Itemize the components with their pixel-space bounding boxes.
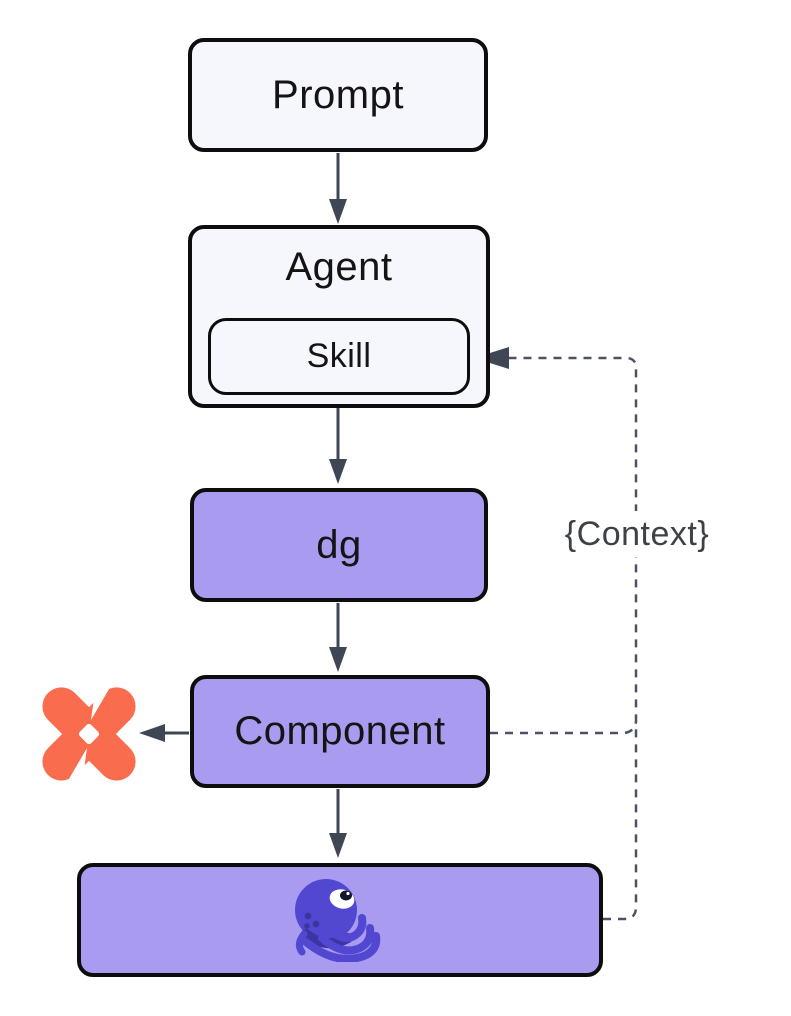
node-dg-label: dg xyxy=(316,522,362,567)
orange-x-logo-icon xyxy=(42,684,136,784)
context-feedback-connector xyxy=(474,347,638,921)
node-component-label: Component xyxy=(234,709,446,753)
node-octopus-box xyxy=(77,863,603,977)
node-skill: Skill xyxy=(208,318,470,395)
context-annotation: {Context} xyxy=(540,511,734,557)
node-prompt: Prompt xyxy=(188,38,488,152)
node-component: Component xyxy=(190,675,490,788)
arrow-agent-to-dg xyxy=(329,408,347,484)
node-agent-label: Agent xyxy=(285,245,393,289)
arrow-component-to-octopus-box xyxy=(329,789,347,858)
node-prompt-label: Prompt xyxy=(272,72,404,117)
node-agent: Agent Skill xyxy=(188,225,490,408)
node-skill-label: Skill xyxy=(306,337,372,375)
arrow-dg-to-component xyxy=(329,603,347,672)
node-dg: dg xyxy=(190,488,488,602)
octopus-logo-icon xyxy=(295,879,381,962)
arrow-component-to-orange-logo xyxy=(139,724,189,742)
arrow-prompt-to-agent xyxy=(329,153,347,224)
